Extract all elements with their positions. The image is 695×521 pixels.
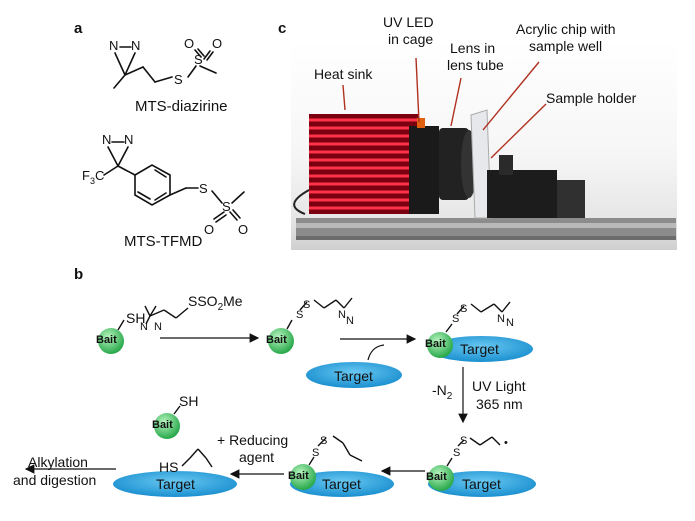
thiol-label: SH: [126, 310, 146, 326]
panel-label-b: b: [74, 266, 84, 283]
sulfur-label: S: [174, 72, 183, 87]
svg-text:S: S: [453, 447, 460, 459]
bait-label: Bait: [96, 334, 117, 346]
svg-text:S: S: [320, 435, 327, 447]
mts-reagent-label: SSO2Me: [188, 293, 243, 313]
target-label: Target: [322, 476, 361, 492]
target-protein: [113, 471, 237, 497]
uv-light-label: UV Light: [472, 378, 526, 394]
diazirine-bond: [114, 52, 126, 76]
reducing-agent-label-line1: + Reducing: [217, 432, 289, 448]
target-protein: [306, 362, 402, 388]
target-protein: [428, 471, 536, 497]
svg-text:3: 3: [90, 176, 95, 186]
target-protein: [290, 471, 394, 497]
nitrogen-label: N: [109, 38, 118, 53]
bait-sphere: [427, 332, 453, 358]
label-uv-led-line2: in cage: [388, 31, 434, 47]
svg-text:N: N: [154, 321, 162, 333]
svg-text:S: S: [303, 299, 310, 311]
target-label: Target: [462, 476, 501, 492]
uv-wavelength-label: 365 nm: [476, 396, 523, 412]
bait-label: Bait: [152, 419, 173, 431]
svg-text:N: N: [346, 315, 354, 327]
chemical-structures: N N S S O O N N F 3 C S S O O: [82, 36, 248, 237]
panel-label-a: a: [74, 20, 83, 37]
lens-tube: [439, 128, 469, 200]
target-label: Target: [334, 368, 373, 384]
svg-text:O: O: [204, 222, 214, 237]
bait-label: Bait: [426, 471, 447, 483]
sample-holder: [487, 170, 557, 218]
svg-text:O: O: [238, 222, 248, 237]
cf3-label: F: [82, 168, 90, 183]
svg-text:S: S: [452, 313, 459, 325]
label-sample-holder: Sample holder: [546, 90, 637, 106]
label-uv-led-line1: UV LED: [383, 14, 434, 30]
label-acrylic-line1: Acrylic chip with: [516, 21, 616, 37]
svg-text:S: S: [460, 303, 467, 315]
label-acrylic-line2: sample well: [529, 38, 603, 54]
target-label: Target: [156, 476, 195, 492]
bait-sphere: [268, 328, 294, 354]
svg-text:S: S: [460, 435, 467, 447]
panel-label-c: c: [278, 20, 287, 37]
mts-diazirine-label: MTS-diazirine: [135, 98, 228, 115]
nitrogen-loss-label: -N2: [432, 382, 453, 402]
svg-text:•: •: [504, 437, 508, 449]
target-addition-curve: [367, 344, 385, 361]
svg-text:S: S: [222, 199, 231, 214]
led-cage: [409, 126, 439, 214]
apparatus-drawing: [293, 57, 676, 240]
target-label: Target: [460, 341, 499, 357]
bait-sphere: [428, 465, 454, 491]
thiol-label: SH: [179, 393, 199, 409]
alkylation-label-line2: and digestion: [13, 472, 97, 488]
svg-text:N: N: [102, 132, 111, 147]
svg-text:S: S: [194, 52, 203, 67]
label-heat-sink: Heat sink: [314, 66, 373, 82]
thiol-label: HS: [159, 459, 179, 475]
heat-sink: [293, 114, 419, 215]
svg-text:C: C: [95, 168, 104, 183]
bait-sphere: [154, 413, 180, 439]
alkylation-label-line1: Alkylation: [28, 454, 88, 470]
svg-text:O: O: [212, 36, 222, 51]
bait-label: Bait: [288, 470, 309, 482]
svg-text:N: N: [497, 313, 505, 325]
label-pointer-lines: [342, 57, 547, 159]
label-lens-line1: Lens in: [450, 40, 496, 56]
svg-text:N: N: [124, 132, 133, 147]
svg-text:N: N: [140, 321, 148, 333]
svg-text:N: N: [506, 317, 514, 329]
bait-label: Bait: [266, 334, 287, 346]
apparatus-photo: [291, 40, 677, 250]
bait-sphere: [290, 464, 316, 490]
bait-label: Bait: [425, 338, 446, 350]
svg-text:S: S: [312, 447, 319, 459]
svg-text:S: S: [296, 309, 303, 321]
bait-sphere: [98, 328, 124, 354]
svg-text:N: N: [131, 38, 140, 53]
label-lens-line2: lens tube: [447, 57, 504, 73]
mts-tfmd-label: MTS-TFMD: [124, 233, 203, 250]
svg-text:O: O: [184, 36, 194, 51]
svg-text:S: S: [199, 181, 208, 196]
svg-text:N: N: [338, 309, 346, 321]
reducing-agent-label-line2: agent: [239, 449, 275, 465]
reaction-scheme: [24, 297, 536, 497]
target-protein: [429, 336, 533, 362]
